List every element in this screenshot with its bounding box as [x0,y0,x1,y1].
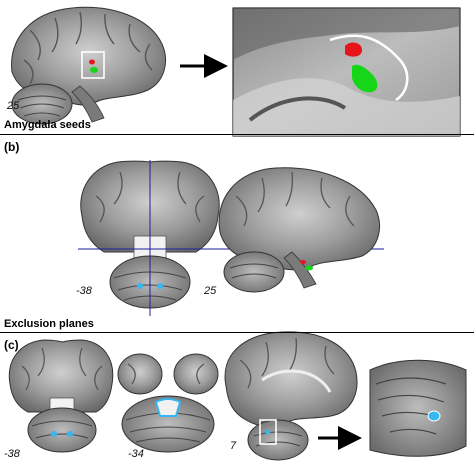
panel-b-sagittal-slice-label: 25 [204,285,217,297]
panel-b-caption: Exclusion planes [4,318,94,330]
panel-b-letter: (b) [4,140,20,154]
panel-b-coronal-slice-label: -38 [76,285,92,297]
panel-a-zoom-inset [232,7,461,137]
panel-c-sagittal-brain [224,331,358,461]
panel-c-sagittal-slice-label: 7 [230,440,237,452]
panel-c-coronal-slice-label: -38 [4,448,20,460]
panel-b-sagittal-brain [218,167,380,293]
panel-c-letter: (c) [4,338,19,352]
panel-c-zoom-inset [369,359,467,457]
red-seed-region [345,42,362,57]
green-seed-region [352,64,378,93]
panel-a-sagittal-brain [11,6,166,125]
panel-divider-b-c [0,332,474,333]
cyan-exclusion-region [427,410,441,422]
panel-c-coronal-brain [8,339,114,453]
panel-c-posterior-coronal-brain [117,353,219,453]
panel-a-slice-label: 25 [6,100,20,112]
panel-c-posterior-slice-label: -34 [128,448,144,460]
panel-a-caption: Amygdala seeds [4,119,91,131]
panel-divider-a-b [0,134,474,135]
